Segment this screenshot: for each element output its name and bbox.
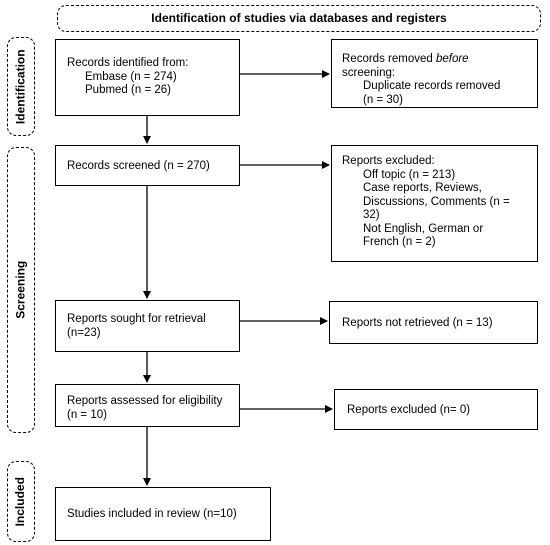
records-removed-box: Records removed before screening: Duplic… — [331, 39, 538, 108]
records-removed-count: (n = 30) — [363, 93, 403, 106]
records-removed-detail: Duplicate records removed — [363, 80, 501, 92]
records-identified-heading: Records identified from: — [67, 57, 189, 69]
reports-assessed-line2: (n = 10) — [67, 408, 107, 421]
records-removed-prefix: Records removed — [342, 53, 436, 65]
studies-included-box: Studies included in review (n=10) — [55, 487, 271, 541]
source-pubmed: Pubmed (n = 26) — [85, 84, 171, 96]
records-removed-heading-suffix: screening: — [342, 66, 396, 79]
records-screened-label: Records screened (n = 270) — [67, 160, 210, 172]
reports-excluded-final-box: Reports excluded (n= 0) — [334, 389, 538, 430]
excluded-reason-discussions-count: 32) — [363, 209, 380, 221]
reports-excluded-heading: Reports excluded: — [342, 155, 435, 167]
records-removed-emphasis: before — [435, 53, 469, 65]
records-screened-box: Records screened (n = 270) — [55, 145, 240, 186]
reports-sought-box: Reports sought for retrieval (n=23) — [55, 300, 240, 352]
records-removed-heading: Records removed before — [342, 53, 537, 67]
phase-identification: Identification — [7, 37, 35, 136]
reports-assessed-line1: Reports assessed for eligibility — [67, 395, 223, 407]
studies-included-label: Studies included in review (n=10) — [67, 508, 237, 520]
excluded-reason-case-reports: Case reports, Reviews, — [363, 182, 482, 194]
phase-included: Included — [7, 461, 35, 542]
reports-assessed-box: Reports assessed for eligibility (n = 10… — [55, 384, 240, 427]
excluded-reason-off-topic: Off topic (n = 213) — [363, 168, 456, 181]
excluded-reason-language: Not English, German or — [363, 222, 484, 235]
excluded-reason-discussions: Discussions, Comments (n = — [363, 195, 510, 208]
records-identified-box: Records identified from: Embase (n = 274… — [55, 39, 240, 116]
header-title: Identification of studies via databases … — [151, 10, 447, 25]
phase-screening: Screening — [7, 147, 35, 433]
source-embase: Embase (n = 274) — [85, 70, 177, 83]
reports-not-retrieved-box: Reports not retrieved (n = 13) — [329, 301, 538, 344]
reports-excluded-box: Reports excluded: Off topic (n = 213) Ca… — [331, 145, 538, 262]
reports-sought-line2: (n=23) — [67, 326, 101, 339]
reports-not-retrieved-label: Reports not retrieved (n = 13) — [342, 317, 493, 329]
excluded-reason-language-count: French (n = 2) — [363, 236, 436, 248]
diagram-header: Identification of studies via databases … — [57, 5, 541, 32]
reports-excluded-final-label: Reports excluded (n= 0) — [347, 404, 471, 416]
reports-sought-line1: Reports sought for retrieval — [67, 313, 206, 325]
